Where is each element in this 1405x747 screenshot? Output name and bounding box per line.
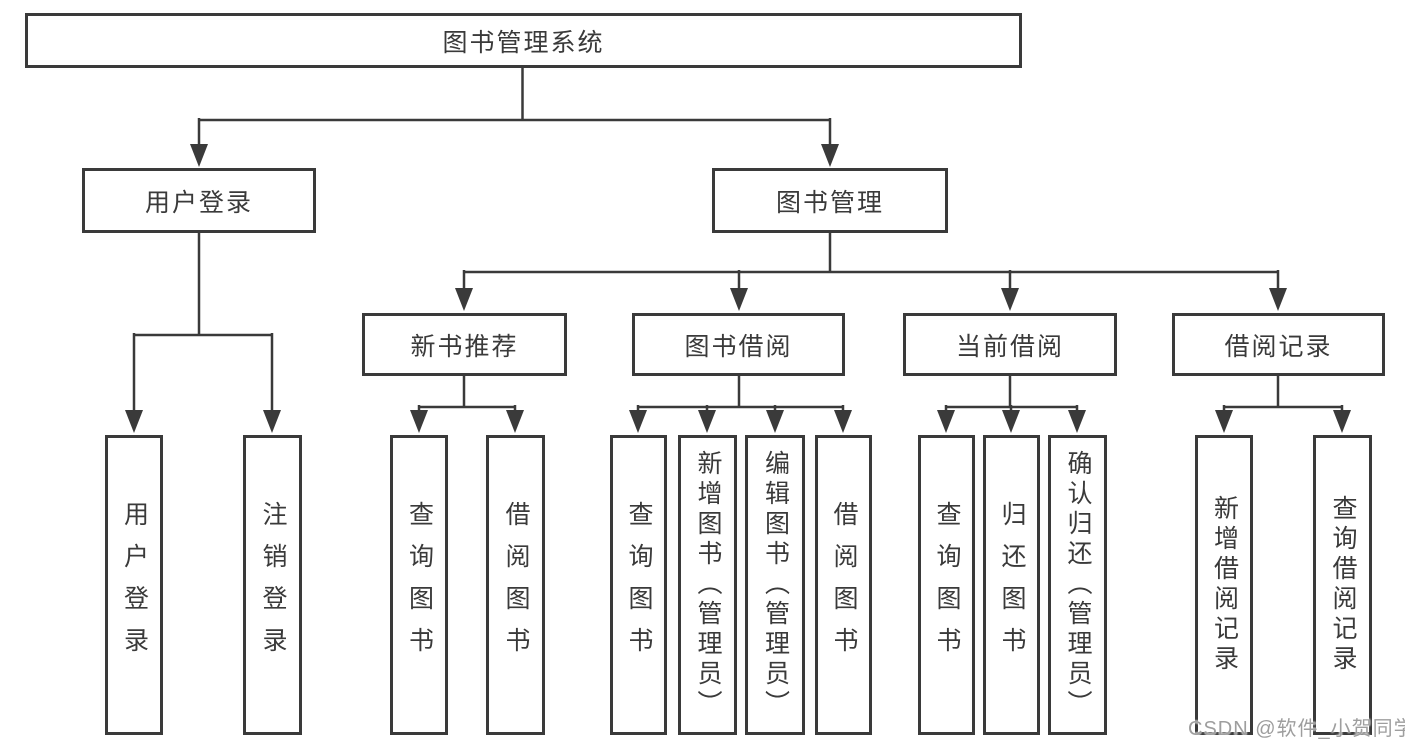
leaf-bb-borrow-books-label: 借阅图书 [830, 501, 858, 669]
node-current-borrowing: 当前借阅 [903, 313, 1117, 376]
leaf-nbr-borrow-books-label: 借阅图书 [502, 501, 530, 669]
leaf-logout-login: 注销登录 [243, 435, 302, 735]
leaf-bb-borrow-books: 借阅图书 [815, 435, 872, 735]
node-user-login: 用户登录 [82, 168, 316, 233]
leaf-bb-add-books-admin-label: 新增图书（管理员） [694, 450, 722, 720]
leaf-cb-return-books: 归还图书 [983, 435, 1040, 735]
leaf-nbr-query-books-label: 查询图书 [405, 501, 434, 669]
node-book-management: 图书管理 [712, 168, 948, 233]
node-library-management-system: 图书管理系统 [25, 13, 1022, 68]
node-book-borrowing-label: 图书借阅 [684, 332, 793, 361]
leaf-br-query-borrow-record-label: 查询借阅记录 [1329, 495, 1357, 675]
leaf-bb-edit-books-admin-label: 编辑图书（管理员） [761, 450, 790, 720]
leaf-cb-confirm-return-admin-label: 确认归还（管理员） [1064, 450, 1092, 720]
leaf-cb-return-books-label: 归还图书 [998, 501, 1026, 669]
csdn-watermark: CSDN @软件_小贺同学 [1188, 718, 1405, 740]
leaf-bb-add-books-admin: 新增图书（管理员） [678, 435, 737, 735]
node-borrowing-records-label: 借阅记录 [1224, 332, 1333, 361]
leaf-user-login-label: 用户登录 [120, 501, 149, 669]
leaf-br-add-borrow-record-label: 新增借阅记录 [1210, 495, 1239, 675]
leaf-logout-login-label: 注销登录 [259, 501, 287, 669]
leaf-nbr-query-books: 查询图书 [390, 435, 448, 735]
leaf-br-query-borrow-record: 查询借阅记录 [1313, 435, 1372, 735]
leaf-cb-query-books: 查询图书 [918, 435, 975, 735]
leaf-cb-confirm-return-admin: 确认归还（管理员） [1048, 435, 1107, 735]
leaf-nbr-borrow-books: 借阅图书 [486, 435, 545, 735]
node-borrowing-records: 借阅记录 [1172, 313, 1385, 376]
node-current-borrowing-label: 当前借阅 [955, 332, 1064, 361]
node-library-management-system-label: 图书管理系统 [442, 28, 605, 57]
leaf-bb-edit-books-admin: 编辑图书（管理员） [745, 435, 805, 735]
node-new-book-recommendation: 新书推荐 [362, 313, 567, 376]
node-book-borrowing: 图书借阅 [632, 313, 845, 376]
leaf-cb-query-books-label: 查询图书 [933, 501, 961, 669]
node-book-management-label: 图书管理 [775, 188, 884, 217]
leaf-user-login: 用户登录 [105, 435, 163, 735]
leaf-bb-query-books-label: 查询图书 [625, 501, 653, 669]
leaf-br-add-borrow-record: 新增借阅记录 [1195, 435, 1253, 735]
node-user-login-label: 用户登录 [144, 188, 253, 217]
node-new-book-recommendation-label: 新书推荐 [410, 332, 519, 361]
leaf-bb-query-books: 查询图书 [610, 435, 667, 735]
